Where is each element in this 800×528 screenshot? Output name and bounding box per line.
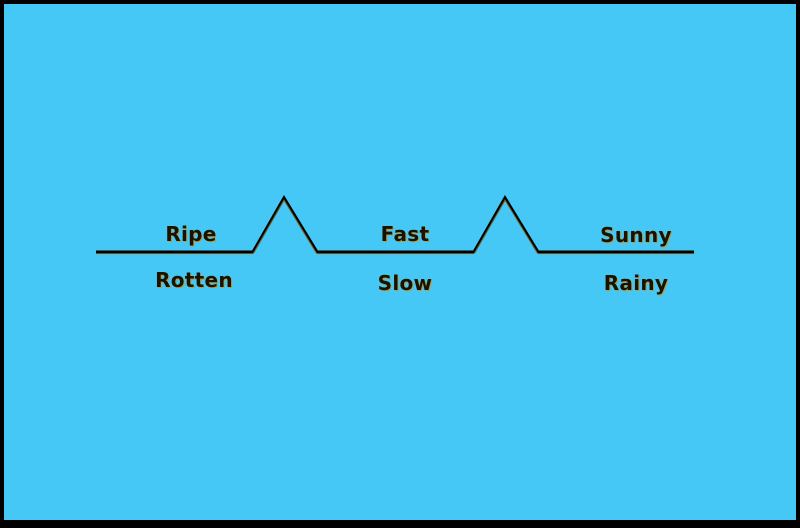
zigzag-line-svg xyxy=(96,195,694,255)
pair-2-top-word: Fast xyxy=(380,222,430,246)
pair-2-bottom-word: Slow xyxy=(377,271,433,295)
zigzag-line-highlight xyxy=(96,199,694,255)
pair-3-top-word: Sunny xyxy=(600,223,672,247)
zigzag-line xyxy=(96,195,694,254)
pair-1-bottom-word: Rotten xyxy=(155,268,233,292)
pair-3-bottom-word: Rainy xyxy=(603,271,669,295)
pair-1-top-word: Ripe xyxy=(165,222,217,246)
